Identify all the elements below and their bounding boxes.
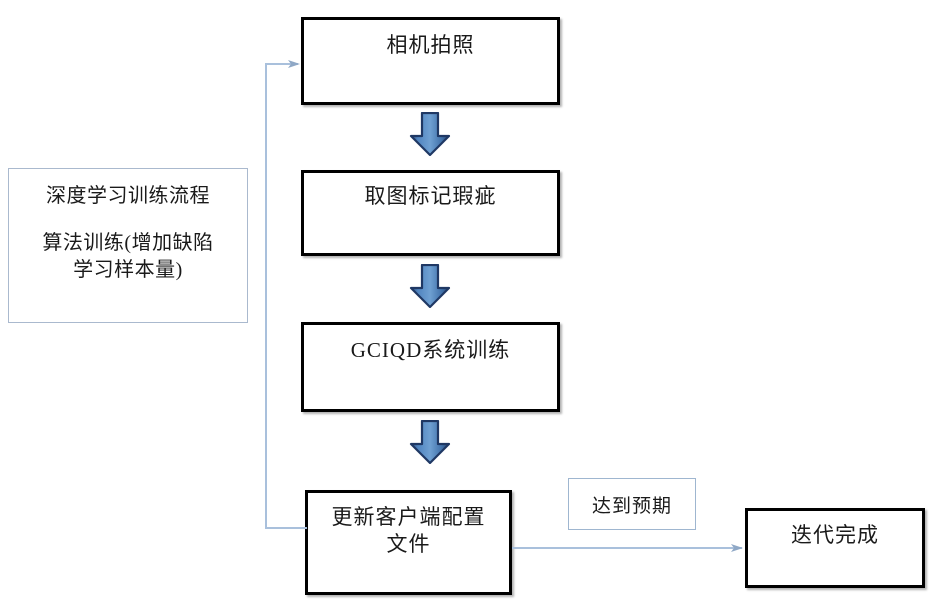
node-gciqd-system-training[interactable]: GCIQD系统训练 xyxy=(301,322,560,412)
block-arrow-down-icon xyxy=(409,263,451,309)
edge-label-meets-expectation-text: 达到预期 xyxy=(591,495,672,517)
side-panel-body: 算法训练(增加缺陷 学习样本量) xyxy=(42,232,214,281)
node-gciqd-system-training-label: GCIQD系统训练 xyxy=(350,338,511,362)
connector-loop-bottom-segment xyxy=(265,527,307,529)
block-arrow-down-icon xyxy=(409,111,451,157)
node-iteration-complete-label: 迭代完成 xyxy=(791,523,879,547)
connector-loop-left-segment xyxy=(265,63,267,528)
connector-update-to-complete xyxy=(512,547,742,549)
node-mark-defects[interactable]: 取图标记瑕疵 xyxy=(301,170,560,256)
arrowhead-right-icon xyxy=(288,57,300,69)
block-arrow-down-icon xyxy=(409,419,451,465)
node-mark-defects-label: 取图标记瑕疵 xyxy=(364,184,497,208)
node-update-client-config[interactable]: 更新客户端配置 文件 xyxy=(305,490,512,595)
arrowhead-right-icon xyxy=(731,541,743,553)
edge-label-meets-expectation: 达到预期 xyxy=(568,478,696,530)
side-panel-heading: 深度学习训练流程 xyxy=(46,185,210,207)
node-camera-capture-label: 相机拍照 xyxy=(386,33,475,57)
node-update-client-config-label: 更新客户端配置 文件 xyxy=(331,505,486,557)
side-panel-training-process: 深度学习训练流程 算法训练(增加缺陷 学习样本量) xyxy=(8,168,248,323)
connector-loop-top-segment xyxy=(265,63,298,65)
node-iteration-complete[interactable]: 迭代完成 xyxy=(745,508,925,588)
node-camera-capture[interactable]: 相机拍照 xyxy=(301,17,560,105)
